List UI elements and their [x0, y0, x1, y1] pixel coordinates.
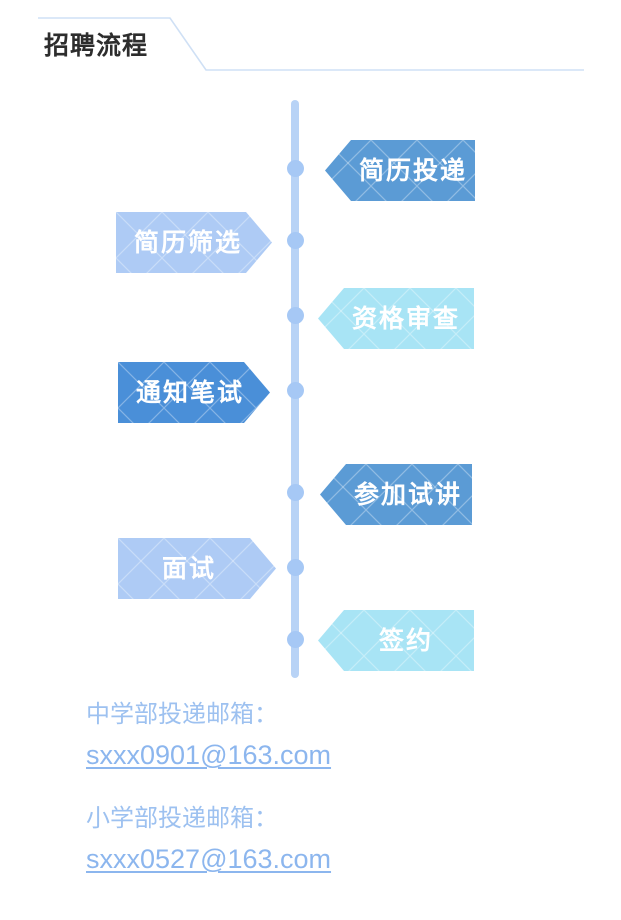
contact-block-1: 中学部投递邮箱： sxxx0901@163.com — [86, 694, 566, 776]
timeline-dot-3 — [286, 307, 304, 324]
flow-step-3[interactable]: 资格审查 — [318, 288, 474, 349]
contact-label: 中学部投递邮箱： — [86, 700, 278, 728]
timeline-dot-4 — [286, 382, 304, 399]
flow-step-label: 资格审查 — [352, 304, 461, 333]
flow-step-chevron — [118, 362, 270, 423]
flow-step-label: 面试 — [161, 554, 216, 583]
timeline-dot-7 — [286, 631, 304, 648]
flow-step-5[interactable]: 参加试讲 — [320, 464, 472, 525]
flow-step-2[interactable]: 简历筛选 — [116, 212, 272, 273]
flow-step-chevron — [318, 610, 474, 671]
flow-step-chevron — [318, 288, 474, 349]
timeline-dot-2 — [286, 232, 304, 249]
contact-label: 小学部投递邮箱： — [86, 804, 278, 832]
flow-step-label: 简历投递 — [359, 156, 468, 185]
flow-step-6[interactable]: 面试 — [118, 538, 276, 599]
page-header: 招聘流程 — [0, 0, 621, 90]
flow-step-7[interactable]: 签约 — [318, 610, 474, 671]
flow-step-label: 简历筛选 — [134, 228, 243, 257]
flow-step-chevron — [320, 464, 472, 525]
flow-step-label: 参加试讲 — [354, 480, 463, 509]
page-title: 招聘流程 — [44, 31, 149, 60]
contact-section: 中学部投递邮箱： sxxx0901@163.com 小学部投递邮箱： sxxx0527… — [86, 694, 566, 902]
flow-step-chevron — [118, 538, 276, 599]
timeline-dot-6 — [286, 559, 304, 576]
timeline-spine — [286, 100, 304, 678]
contact-email-link[interactable]: sxxx0901@163.com — [86, 740, 332, 770]
contact-block-2: 小学部投递邮箱： sxxx0527@163.com — [86, 798, 566, 880]
timeline-dot-5 — [286, 484, 304, 501]
contact-email-link[interactable]: sxxx0527@163.com — [86, 844, 332, 874]
flow-step-label: 签约 — [378, 626, 433, 655]
flow-step-1[interactable]: 简历投递 — [325, 140, 475, 201]
flow-step-chevron — [325, 140, 475, 201]
flow-step-label: 通知笔试 — [136, 378, 245, 407]
timeline-dot-1 — [286, 160, 304, 177]
flow-step-chevron — [116, 212, 272, 273]
flow-step-4[interactable]: 通知笔试 — [118, 362, 270, 423]
